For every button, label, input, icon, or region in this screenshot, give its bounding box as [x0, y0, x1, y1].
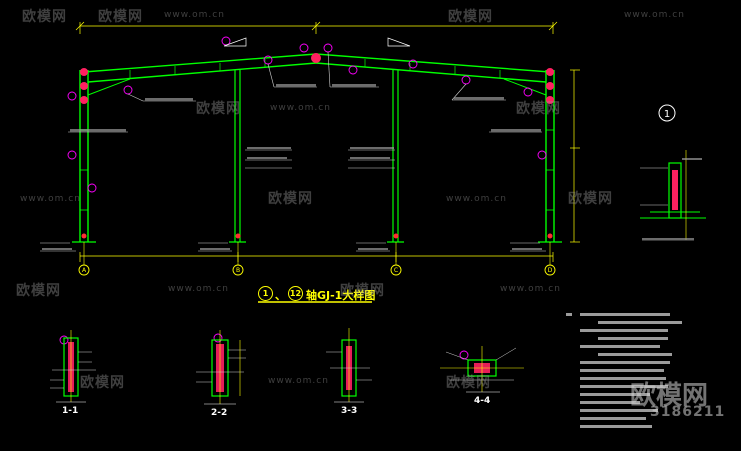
axis-lines: [83, 242, 551, 265]
notes-block: [566, 313, 682, 428]
section-4-4: [440, 346, 524, 393]
section-3-3: [326, 328, 372, 403]
title-axis-number-1: 1: [258, 286, 273, 301]
detail-marker: 1: [658, 104, 676, 122]
axis-label-a: A: [82, 267, 87, 274]
section-label-1-1: 1-1: [62, 406, 79, 416]
section-1-1: [50, 330, 96, 403]
title-axis-number-12: 12: [288, 286, 303, 301]
label-bars: [42, 84, 542, 250]
joint-nodes: [80, 53, 554, 239]
slope-markers: [223, 37, 411, 47]
axis-label-c: C: [394, 267, 398, 274]
right-elevation-dimension: [570, 69, 580, 243]
axis-bubbles: [78, 264, 556, 276]
section-label-3-3: 3-3: [341, 406, 358, 416]
axis-bubble-labels: A B C D: [82, 267, 553, 274]
top-dimension-line: [75, 21, 558, 34]
node-detail-right: [640, 150, 706, 241]
axis-label-d: D: [548, 267, 553, 274]
section-label-2-2: 2-2: [211, 408, 228, 418]
axis-label-b: B: [236, 267, 240, 274]
section-label-4-4: 4-4: [474, 396, 491, 406]
leader-annotations: [40, 51, 546, 252]
title-text: 轴GJ-1大样图: [306, 289, 376, 302]
title-separator: 、: [275, 289, 286, 302]
section-2-2: [196, 330, 246, 405]
detail-marker-label: 1: [664, 109, 670, 120]
